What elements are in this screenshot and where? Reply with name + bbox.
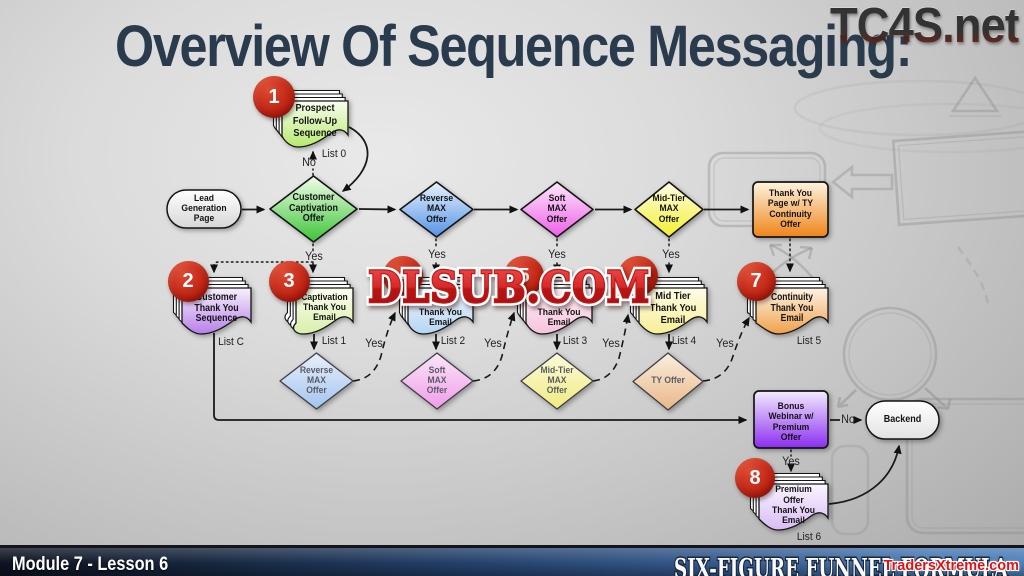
node-rev-max-lo: Reverse MAX Offer — [276, 349, 357, 413]
list-label-premium-doc: List 6 — [796, 531, 822, 543]
sketch-arrow-left — [830, 164, 894, 200]
sketch-rounded-rect-2 — [905, 397, 1024, 535]
connector-s13 — [828, 444, 902, 505]
node-bonus-webinar: Bonus Webinar w/ Premium Offer — [750, 387, 832, 452]
node-backend: Backend — [862, 397, 943, 443]
tc4s-text: TC4S.net — [830, 0, 1020, 53]
connector-c4 — [702, 316, 750, 382]
watermark-top-right: TC4S.net — [830, 0, 1020, 54]
watermark-center: DLSUB.COM DLSUB.COM — [364, 259, 653, 317]
slide-title: Overview Of Sequence Messaging: — [115, 14, 913, 79]
list-label-cust-ty-seq: List C — [218, 336, 244, 348]
node-mid-max-lo: Mid-Tier MAX Offer — [517, 349, 597, 413]
connector-d2b — [210, 261, 314, 274]
node-label-mid-max-up: Mid-Tier MAX Offer — [652, 193, 686, 225]
sketch-circle — [842, 306, 938, 402]
connector-s2 — [358, 205, 397, 214]
node-soft-max-up: Soft MAX Offer — [517, 178, 597, 241]
node-label-ty-offer: TY Offer — [651, 374, 685, 386]
step-badge-8: 8 — [735, 458, 775, 498]
connector-label-no-backend: No — [841, 414, 855, 426]
connector-c1 — [352, 311, 396, 382]
node-lead-gen: Lead Generation Page — [163, 186, 245, 232]
connector-label-yes-soft: Yes — [548, 249, 566, 261]
node-soft-max-lo: Soft MAX Offer — [397, 349, 477, 413]
list-label-ty-email-2: List 2 — [440, 335, 466, 347]
node-ty-page: Thank You Page w/ TY Continuity Offer — [749, 178, 832, 241]
connector-label-yes-c4: Yes — [716, 338, 734, 350]
node-rev-max-up: Reverse MAX Offer — [396, 178, 477, 241]
node-label-cust-capt: Customer Captivation Offer — [288, 191, 338, 225]
step-badge-7: 7 — [736, 261, 776, 301]
node-label-ty-email-3: Thank You Email — [537, 306, 581, 328]
step-badge-1: 1 — [253, 76, 295, 118]
footer-bar: Module 7 - Lesson 6 SIX-FIGURE FUNNEL FO… — [0, 545, 1024, 576]
footer-module-lesson: Module 7 - Lesson 6 — [12, 554, 169, 575]
watermark-bottom-right: TradersXtreme.com — [883, 558, 1019, 574]
connector-label-no-followup: No — [302, 157, 316, 169]
footer-brand: SIX-FIGURE FUNNEL FORMULA — [673, 552, 1010, 576]
step-badge-5: 5 — [504, 256, 544, 296]
connector-label-yes-mid: Yes — [662, 249, 680, 261]
node-label-bonus-webinar: Bonus Webinar w/ Premium Offer — [768, 400, 814, 443]
sketch-rounded-rect-3 — [830, 444, 870, 536]
list-label-prospect-doc: List 0 — [321, 148, 347, 160]
node-label-premium-doc: Premium Offer Thank You Email — [772, 484, 815, 527]
sketch-triangle — [950, 75, 1000, 113]
node-label-ty-page: Thank You Page w/ TY Continuity Offer — [767, 187, 814, 230]
sketch-big-rect — [891, 129, 1024, 227]
connector-s6 — [341, 126, 369, 192]
node-label-soft-max-lo: Soft MAX Offer — [426, 364, 448, 397]
connector-label-yes-premium: Yes — [782, 456, 800, 468]
connector-label-yes-c3: Yes — [602, 338, 620, 350]
list-label-cont-ty-email: List 5 — [796, 335, 822, 347]
dlsub-text: DLSUB.COM — [368, 263, 650, 313]
connector-label-yes-c2: Yes — [484, 338, 502, 350]
node-label-backend: Backend — [883, 413, 922, 425]
node-label-cust-ty-seq: Customer Thank You Sequence — [194, 292, 239, 325]
node-ty-offer: TY Offer — [629, 349, 707, 414]
connector-c3 — [592, 313, 631, 382]
node-label-lead-gen: Lead Generation Page — [181, 192, 227, 225]
node-mid-max-up: Mid-Tier MAX Offer — [631, 178, 707, 241]
step-badge-3: 3 — [268, 260, 310, 302]
node-label-ty-email-2: Thank You Email — [419, 306, 462, 328]
node-label-soft-max-up: Soft MAX Offer — [546, 193, 568, 225]
step-badge-4: 4 — [383, 256, 423, 296]
node-label-cont-ty-email: Continuity Thank You Email — [770, 291, 814, 325]
footer-brand-text: SIX-FIGURE FUNNEL FORMULA — [674, 553, 1008, 576]
node-label-mid-max-lo: Mid-Tier MAX Offer — [540, 364, 574, 397]
connector-s11 — [213, 333, 748, 424]
connector-c2 — [472, 311, 516, 382]
step-badge-2: 2 — [167, 260, 209, 302]
node-label-prospect-doc: Prospect Follow-Up Sequence — [292, 102, 338, 140]
list-label-capt-ty-email: List 1 — [321, 335, 347, 347]
node-label-rev-max-lo: Reverse MAX Offer — [299, 364, 333, 397]
step-badge-6: 6 — [618, 256, 658, 296]
list-label-ty-email-3: List 3 — [562, 335, 588, 347]
node-label-rev-max-up: Reverse MAX Offer — [419, 193, 453, 225]
connector-label-yes-rev: Yes — [428, 249, 446, 261]
node-cust-capt: Customer Captivation Offer — [266, 172, 361, 246]
dlsub-text-outline: DLSUB.COM — [368, 263, 650, 313]
list-label-mid-ty-email: List 4 — [671, 335, 697, 347]
connector-label-yes-c1: Yes — [365, 338, 383, 350]
node-label-mid-ty-email: Mid Tier Thank You Email — [649, 291, 697, 326]
node-label-capt-ty-email: Captivation Thank You Email — [301, 291, 348, 324]
connector-label-yes-captivation: Yes — [305, 251, 323, 263]
